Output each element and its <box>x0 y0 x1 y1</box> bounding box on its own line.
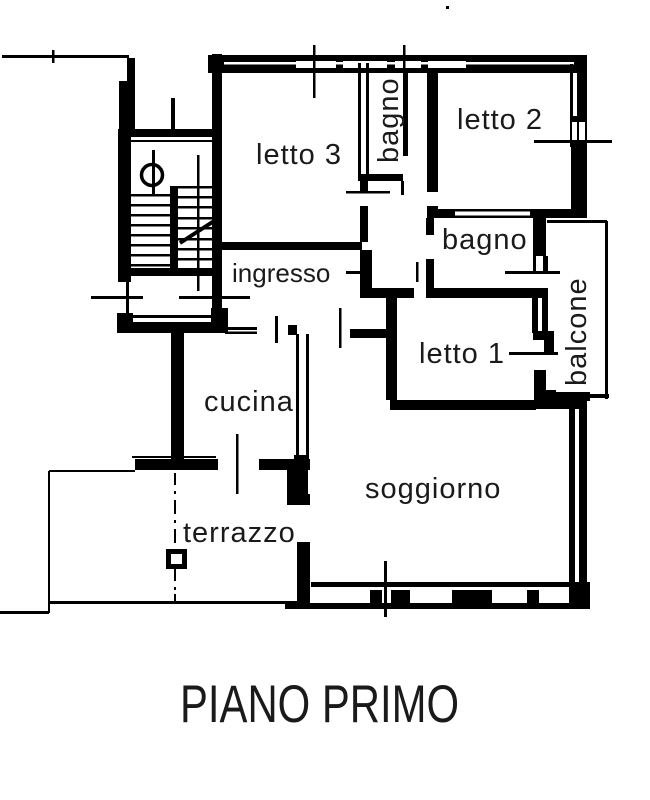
svg-text:soggiorno: soggiorno <box>365 473 501 505</box>
svg-text:bagno: bagno <box>373 77 405 163</box>
svg-text:balcone: balcone <box>561 277 593 386</box>
svg-text:letto 1: letto 1 <box>419 338 505 370</box>
svg-text:letto 3: letto 3 <box>256 139 342 171</box>
svg-text:bagno: bagno <box>442 224 528 256</box>
svg-text:ingresso: ingresso <box>232 258 330 288</box>
svg-text:terrazzo: terrazzo <box>183 517 296 549</box>
svg-text:PIANO PRIMO: PIANO PRIMO <box>180 675 459 734</box>
svg-text:cucina: cucina <box>204 386 294 418</box>
svg-text:letto 2: letto 2 <box>457 104 543 136</box>
